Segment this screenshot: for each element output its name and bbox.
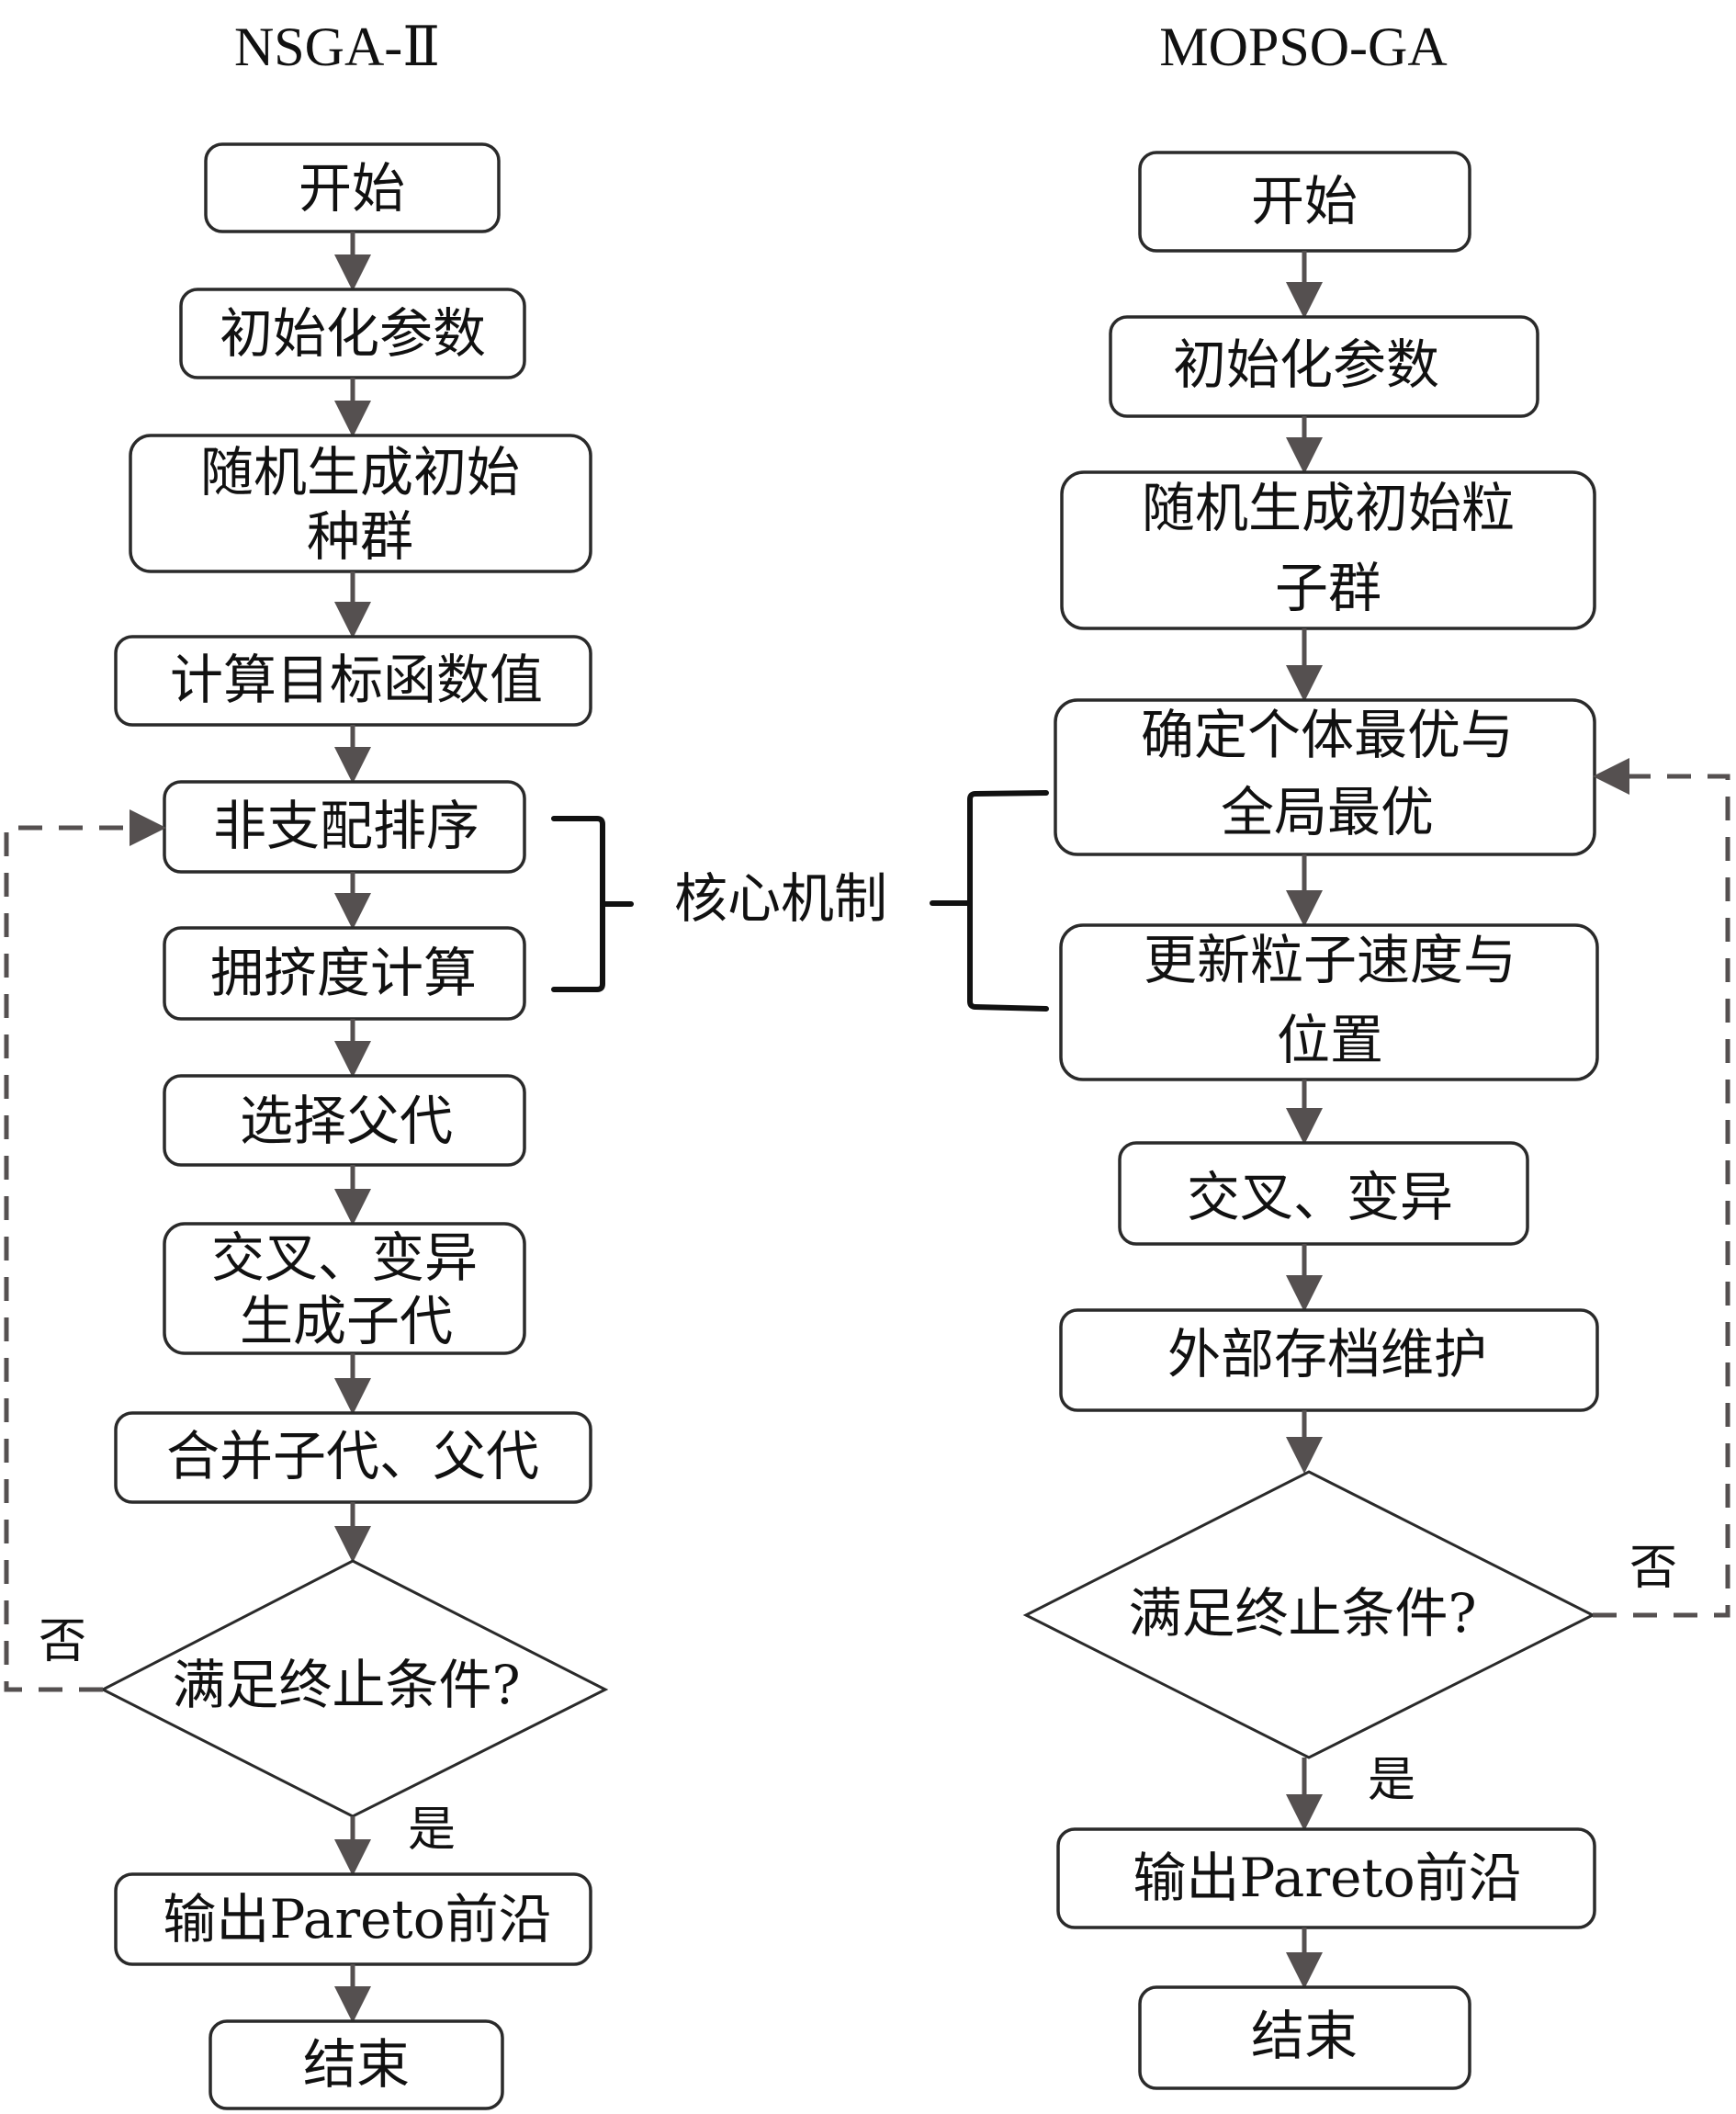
mopso-decision-label: 满足终止条件? [1128, 1582, 1476, 1645]
mopso-no-label: 否 [1629, 1541, 1677, 1596]
mopso-random-label-line1: 随机生成初始粒 [1142, 477, 1515, 539]
mopso-update-label-line1: 更新粒子速度与 [1144, 929, 1516, 991]
nsga2-loop-back-dashed-arrow [4, 809, 166, 1692]
nsga2-node-random-population: 随机生成初始 种群 [129, 434, 592, 573]
nsga2-node-crowding: 拥挤度计算 [163, 926, 526, 1021]
mopso-yes-label: 是 [1368, 1753, 1415, 1808]
mopso-best-label-line2: 全局最优 [1221, 781, 1434, 843]
nsga2-crossover-label-line2: 生成子代 [240, 1290, 453, 1352]
mopso-node-end: 结束 [1138, 1985, 1471, 2090]
nsga2-node-init: 初始化参数 [179, 288, 526, 379]
mopso-crossover-label: 交叉、变异 [1187, 1166, 1453, 1228]
nsga2-node-evaluate: 计算目标函数值 [114, 635, 592, 727]
nsga2-yes-label: 是 [408, 1803, 456, 1858]
mopso-ga-title: MOPSO-GA [1159, 17, 1447, 77]
nsga2-start-label: 开始 [299, 157, 405, 220]
mopso-loop-back-dashed-arrow [1593, 758, 1730, 1618]
mopso-end-label: 结束 [1251, 2005, 1358, 2067]
mopso-output-label: 输出Pareto前沿 [1133, 1847, 1521, 1909]
mopso-node-archive: 外部存档维护 [1059, 1308, 1599, 1412]
nsga2-crossover-label-line1: 交叉、变异 [211, 1227, 478, 1289]
nsga2-select-label: 选择父代 [240, 1090, 453, 1152]
core-mechanism-label: 核心机制 [674, 867, 887, 930]
mopso-random-label-line2: 子群 [1275, 557, 1381, 619]
nsga2-decision-label: 满足终止条件? [172, 1654, 520, 1716]
nsga2-flowchart: NSGA-Ⅱ 开始 初始化参数 随机生成初始 种群 计算目标函数值 非支配排序 [4, 17, 609, 2110]
left-bracket [551, 816, 605, 992]
nsga2-node-start: 开始 [204, 142, 501, 233]
mopso-start-label: 开始 [1251, 170, 1358, 232]
nsga2-nondominated-label: 非支配排序 [213, 795, 479, 857]
mopso-best-label-line1: 确定个体最优与 [1141, 704, 1514, 766]
mopso-node-init: 初始化参数 [1109, 315, 1539, 418]
nsga2-crowding-label: 拥挤度计算 [210, 942, 477, 1004]
nsga2-node-merge: 合并子代、父代 [114, 1411, 592, 1504]
nsga2-output-label: 输出Pareto前沿 [163, 1888, 551, 1950]
mopso-node-output: 输出Pareto前沿 [1056, 1827, 1596, 1929]
mopso-node-crossover: 交叉、变异 [1118, 1141, 1529, 1246]
nsga2-evaluate-label: 计算目标函数值 [170, 649, 543, 711]
mopso-node-update: 更新粒子速度与 位置 [1059, 923, 1599, 1081]
nsga2-init-label: 初始化参数 [220, 302, 486, 365]
mopso-node-best: 确定个体最优与 全局最优 [1054, 698, 1596, 856]
nsga2-decision: 满足终止条件? [99, 1559, 609, 1818]
mopso-node-start: 开始 [1138, 151, 1471, 253]
nsga2-title: NSGA-Ⅱ [234, 17, 440, 77]
mopso-node-random-swarm: 随机生成初始粒 子群 [1060, 470, 1596, 630]
mopso-update-label-line2: 位置 [1277, 1009, 1383, 1071]
nsga2-random-label-line1: 随机生成初始 [200, 441, 520, 503]
core-mechanism-annotation: 核心机制 [551, 790, 1049, 1012]
mopso-archive-label: 外部存档维护 [1167, 1323, 1487, 1385]
nsga2-no-label: 否 [39, 1614, 86, 1669]
nsga2-node-crossover: 交叉、变异 生成子代 [163, 1222, 526, 1355]
nsga2-node-output: 输出Pareto前沿 [114, 1872, 592, 1966]
nsga2-random-label-line2: 种群 [307, 505, 413, 568]
mopso-init-label: 初始化参数 [1173, 333, 1439, 396]
nsga2-node-select-parents: 选择父代 [163, 1074, 526, 1167]
nsga2-end-label: 结束 [303, 2033, 410, 2096]
nsga2-node-nondominated-sort: 非支配排序 [163, 780, 526, 874]
mopso-ga-flowchart: MOPSO-GA 开始 初始化参数 随机生成初始粒 子群 确定个体最优与 全局最… [1022, 17, 1730, 2090]
mopso-decision: 满足终止条件? [1022, 1470, 1596, 1759]
nsga2-node-end: 结束 [209, 2019, 504, 2110]
nsga2-merge-label: 合并子代、父代 [166, 1425, 539, 1487]
right-bracket [967, 790, 1049, 1012]
